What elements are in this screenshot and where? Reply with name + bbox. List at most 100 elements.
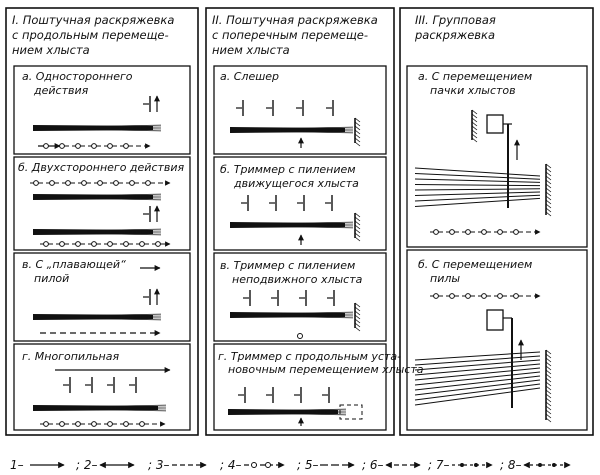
panel-2c-stop — [354, 302, 361, 332]
panel-1b-rollers-top-roller — [97, 180, 103, 186]
panel-2c-stop-hatch — [354, 306, 361, 312]
panel-1b-log-bottom-fiber — [86, 233, 162, 236]
panel-3b-saw-housing — [486, 309, 504, 331]
panel-3a-log-bundle — [414, 167, 541, 207]
panel-3b-stop-hatch — [545, 349, 552, 355]
panel-2a-stop-hatch — [354, 125, 361, 131]
panel-2c-pivot — [297, 333, 303, 339]
panel-1c-title-line2: пилой — [34, 272, 69, 285]
panel-1b-log-top — [33, 193, 162, 201]
panel-1d-rollers-roller — [107, 421, 113, 427]
panel-3b-stop-hatch — [545, 389, 552, 395]
panel-3a-mount-hatch — [471, 129, 478, 135]
panel-2a-log-body — [230, 127, 345, 133]
panel-3b-log-4 — [414, 367, 541, 381]
panel-2c-log-body — [230, 312, 345, 318]
panel-3a-stop-hatch — [545, 195, 552, 201]
panel-3a-rollers-roller — [449, 229, 455, 235]
panel-1b-rollers-bottom-roller — [59, 241, 65, 247]
panel-2a-saw-0 — [236, 100, 244, 116]
panel-3a-rollers — [430, 229, 541, 235]
panel-1d-rollers — [40, 421, 166, 427]
panel-1b-log-bottom — [33, 228, 162, 236]
panel-2d-saw-0 — [238, 387, 246, 403]
panel-1b-rollers-top-roller — [145, 180, 151, 186]
panel-2b-stop-hatch — [354, 220, 361, 226]
panel-2b-log-body — [230, 222, 345, 228]
panel-2a-stop-hatch — [354, 121, 361, 127]
panel-2c-stop-hatch — [354, 310, 361, 316]
legend-label-1: 1– — [10, 458, 24, 472]
panel-3b-stop-hatch — [545, 401, 552, 407]
panel-2a-stop-hatch — [354, 141, 361, 147]
panel-3a-log-5 — [414, 191, 541, 196]
panel-2b-frame — [213, 156, 387, 251]
panel-2d-frame — [213, 343, 387, 431]
panel-3b-stop-hatch — [545, 417, 552, 423]
panel-3a-stop-hatch — [545, 171, 552, 177]
panel-3a-title-line1: а. С перемещением — [418, 70, 532, 83]
panel-1b-rollers-top-roller — [33, 180, 39, 186]
panel-3a-mount-hatch — [471, 133, 478, 139]
panel-3a-log-4 — [414, 188, 541, 191]
panel-1a-rollers-roller — [43, 143, 49, 149]
panel-3a-title-line2: пачки хлыстов — [430, 84, 516, 97]
col2-header-line1: II. Поштучная раскряжевка — [212, 13, 378, 27]
panel-2d-log — [228, 408, 347, 416]
panel-1a-saw — [143, 96, 151, 112]
panel-2c-saw-1 — [271, 290, 279, 306]
panel-1c-title-line1: в. С „плавающей“ — [22, 258, 126, 271]
panel-3a-rollers-roller — [513, 229, 519, 235]
panel-1d-log-fiber — [89, 404, 167, 407]
panel-2c-stop-hatch — [354, 322, 361, 328]
panel-3a-log-1 — [414, 173, 541, 180]
panel-1b-title: б. Двухстороннего действия — [18, 161, 185, 174]
panel-2b-saw-0 — [241, 195, 249, 211]
panel-3b-log-8 — [414, 383, 541, 401]
panel-3a-stop-hatch — [545, 187, 552, 193]
panel-1d-rollers-roller — [75, 421, 81, 427]
panel-3b-stop-hatch — [545, 361, 552, 367]
panel-3b-title-line2: пилы — [430, 272, 460, 285]
panel-3b-stop-hatch — [545, 353, 552, 359]
panel-2c-stop-hatch — [354, 314, 361, 320]
panel-1c-log — [33, 313, 162, 321]
panel-1b-rollers-top-roller — [81, 180, 87, 186]
panel-2c-log-fiber — [281, 311, 354, 314]
panel-1b-saw — [143, 206, 151, 222]
col3-header-line1: III. Групповая — [415, 13, 496, 27]
panel-3a-mount-hatch — [471, 113, 478, 119]
column-frame-1 — [5, 7, 199, 436]
panel-2c-stop-hatch — [354, 326, 361, 332]
panel-2b-log — [230, 221, 354, 229]
panel-1a-rollers-roller — [75, 143, 81, 149]
panel-3b-log-9 — [414, 387, 541, 406]
panel-2b-stop-hatch — [354, 216, 361, 222]
panel-1b-log-top-fiber — [86, 198, 162, 201]
panel-1b-rollers-top — [30, 180, 171, 186]
col2-header-line3: нием хлыста — [212, 43, 290, 57]
panel-3b-log-0 — [414, 351, 541, 361]
panel-2a-frame — [213, 65, 387, 155]
panel-2d-saw-3 — [322, 387, 330, 403]
panel-2a-stop-hatch — [354, 129, 361, 135]
panel-1c-saw — [143, 289, 151, 305]
panel-2b-stop-hatch — [354, 228, 361, 234]
panel-3b-stop-hatch — [545, 381, 552, 387]
legend-label-6: ; 6– — [362, 458, 384, 472]
legend-label-3: ; 3– — [148, 458, 170, 472]
panel-2c-saw-0 — [243, 290, 251, 306]
panel-frames — [13, 65, 588, 431]
panel-3a-mount-hatch — [471, 137, 478, 143]
panel-1c-log-body — [33, 314, 153, 320]
panel-2b-stop-hatch — [354, 224, 361, 230]
legend-symbol-4-roller-a — [251, 462, 257, 468]
panel-3b-log-1 — [414, 355, 541, 366]
legend-label-4: ; 4– — [220, 458, 242, 472]
panel-1d-rollers-roller — [139, 421, 145, 427]
panel-1d-title: г. Многопильная — [22, 350, 119, 363]
panel-2a-saw-2 — [296, 100, 304, 116]
legend-symbols — [30, 461, 571, 469]
panel-1d-log — [33, 404, 167, 412]
panel-1c-log-fiber — [86, 318, 162, 321]
